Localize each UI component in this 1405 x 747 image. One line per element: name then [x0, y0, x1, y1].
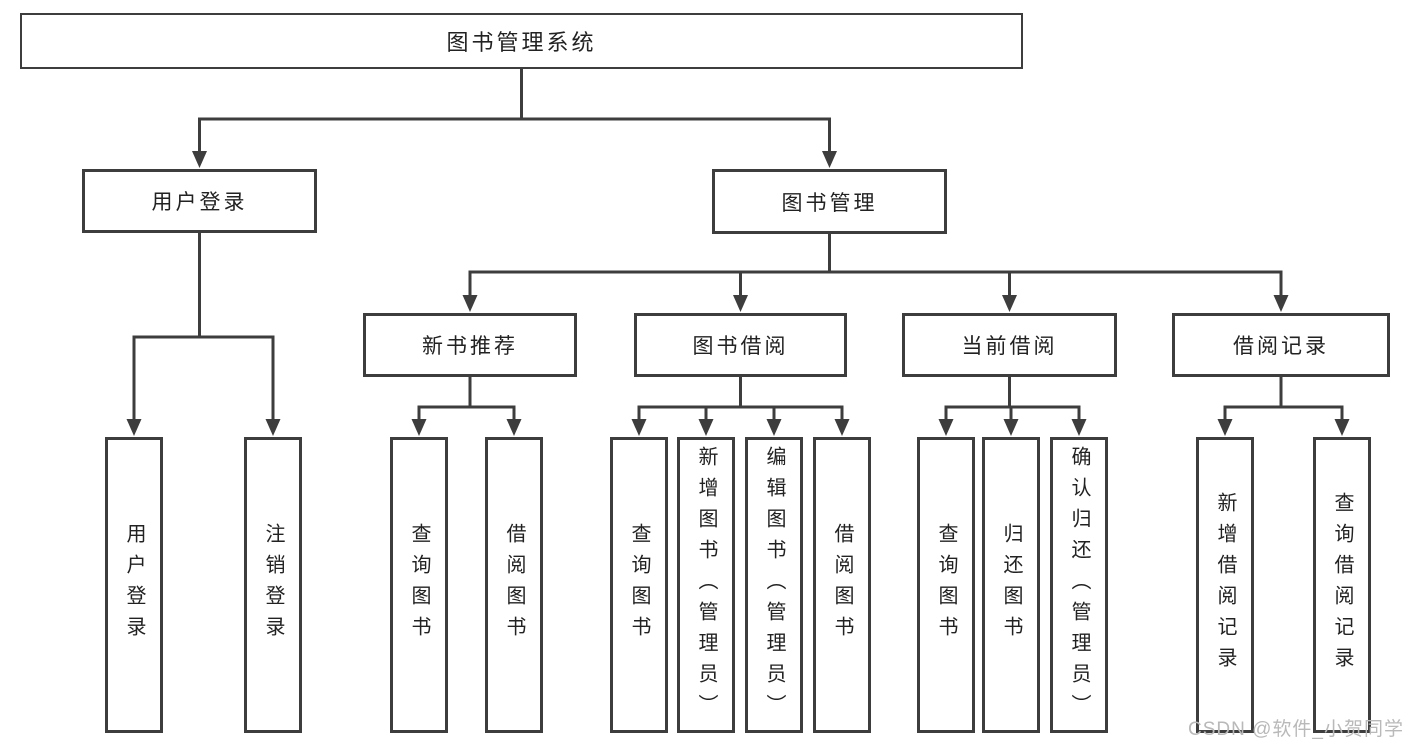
edge-userlogin-to-leaves — [126, 233, 281, 436]
leaf-newbook-query-books: 查询图书 — [390, 437, 448, 733]
leaf-add-borrow-record: 新增借阅记录 — [1196, 437, 1254, 733]
node-new-book-recommendation-label: 新书推荐 — [422, 335, 518, 358]
leaf-borrow-query-books: 查询图书 — [610, 437, 668, 733]
leaf-query-borrow-record-label: 查询借阅记录 — [1331, 492, 1353, 678]
csdn-watermark: CSDN @软件_小贺同学 — [1188, 719, 1404, 740]
leaf-borrow-books: 借阅图书 — [813, 437, 871, 733]
leaf-user-login-label: 用户登录 — [123, 523, 145, 647]
node-library-management-system-label: 图书管理系统 — [446, 30, 597, 55]
leaf-borrow-books-label: 借阅图书 — [831, 523, 853, 647]
edge-bookborrow-to-leaves — [631, 377, 850, 436]
leaf-confirm-return-admin-label: 确认归还（管理员） — [1068, 445, 1090, 725]
node-current-borrowing-label: 当前借阅 — [961, 335, 1058, 358]
leaf-add-books-admin-label: 新增图书（管理员） — [695, 445, 717, 725]
leaf-confirm-return-admin: 确认归还（管理员） — [1050, 437, 1108, 733]
node-new-book-recommendation: 新书推荐 — [363, 313, 577, 377]
leaf-add-borrow-record-label: 新增借阅记录 — [1214, 492, 1236, 678]
node-book-borrowing: 图书借阅 — [634, 313, 847, 377]
leaf-newbook-borrow-books-label: 借阅图书 — [503, 523, 525, 647]
node-library-management-system: 图书管理系统 — [20, 13, 1023, 69]
leaf-borrow-query-books-label: 查询图书 — [628, 523, 650, 647]
leaf-query-borrow-record: 查询借阅记录 — [1313, 437, 1371, 733]
leaf-return-books-label: 归还图书 — [1000, 523, 1022, 647]
edge-borrowrecords-to-leaves — [1217, 377, 1350, 436]
node-book-management: 图书管理 — [712, 169, 947, 234]
leaf-logout-label: 注销登录 — [262, 523, 284, 647]
node-book-borrowing-label: 图书借阅 — [692, 335, 789, 358]
node-user-login-label: 用户登录 — [151, 191, 248, 214]
leaf-newbook-query-books-label: 查询图书 — [408, 523, 430, 647]
leaf-edit-books-admin-label: 编辑图书（管理员） — [763, 445, 785, 725]
leaf-edit-books-admin: 编辑图书（管理员） — [745, 437, 803, 733]
node-borrowing-records: 借阅记录 — [1172, 313, 1390, 377]
leaf-return-books: 归还图书 — [982, 437, 1040, 733]
leaf-current-query-books: 查询图书 — [917, 437, 975, 733]
node-borrowing-records-label: 借阅记录 — [1233, 335, 1329, 358]
edge-bookmgmt-to-level3 — [462, 234, 1289, 312]
node-current-borrowing: 当前借阅 — [902, 313, 1117, 377]
leaf-newbook-borrow-books: 借阅图书 — [485, 437, 543, 733]
node-user-login: 用户登录 — [82, 169, 317, 233]
edge-newbookrec-to-leaves — [411, 377, 522, 436]
leaf-current-query-books-label: 查询图书 — [935, 523, 957, 647]
node-book-management-label: 图书管理 — [781, 191, 878, 215]
leaf-logout: 注销登录 — [244, 437, 302, 733]
leaf-user-login: 用户登录 — [105, 437, 163, 733]
leaf-add-books-admin: 新增图书（管理员） — [677, 437, 735, 733]
edge-root-to-level2 — [192, 69, 837, 168]
edge-currentborrow-to-leaves — [938, 377, 1087, 436]
